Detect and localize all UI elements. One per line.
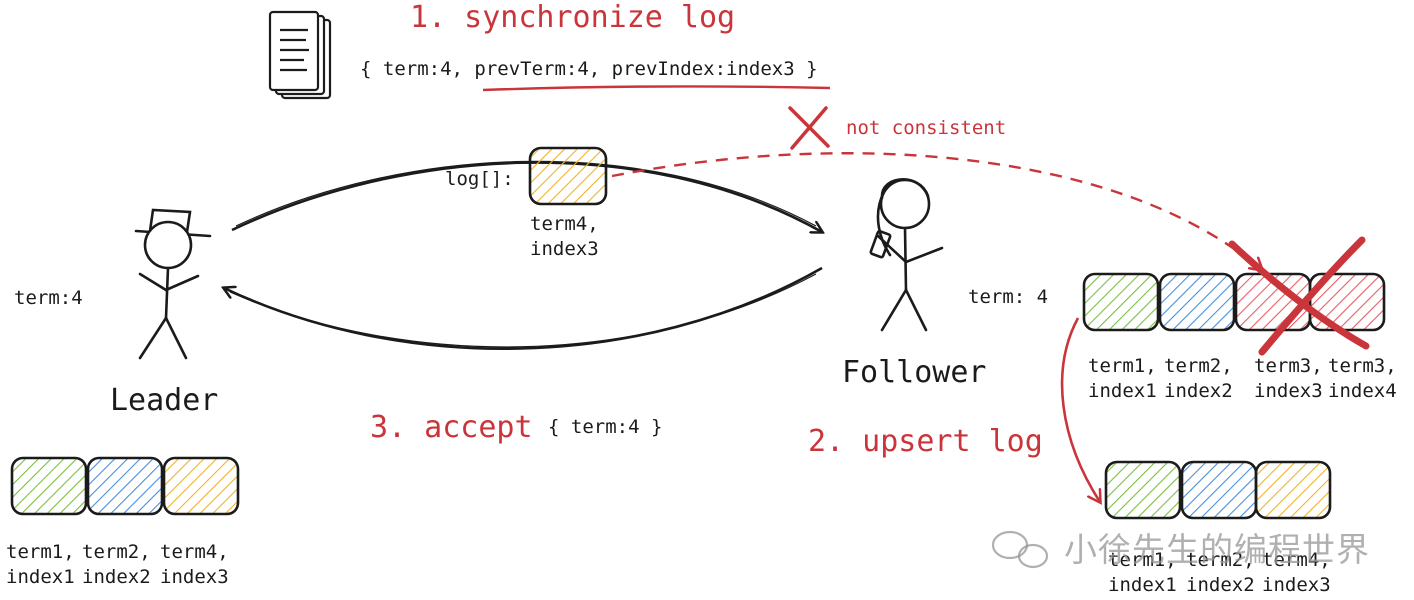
watermark-chat-icon	[991, 530, 1049, 569]
leader-log-term-3: term4,	[160, 541, 229, 563]
document-stack-icon	[268, 10, 332, 100]
follower-term: term: 4	[968, 286, 1049, 308]
follower-log-after	[1104, 460, 1332, 520]
delete-cross-icon	[1228, 236, 1370, 356]
follower-before-index-4: index4	[1328, 380, 1397, 402]
sync-payload: { term:4, prevTerm:4, prevIndex:index3 }	[360, 58, 818, 80]
log-entry-term: term4,	[530, 213, 599, 235]
leader-log-index-2: index2	[82, 566, 151, 588]
follower-after-index-2: index2	[1186, 574, 1255, 596]
leader-log-index-1: index1	[6, 566, 75, 588]
follower-before-index-3: index3	[1254, 380, 1323, 402]
follower-after-index-3: index3	[1262, 574, 1331, 596]
follower-before-term-1: term1,	[1088, 355, 1157, 377]
follower-after-caption-1: term1, index1	[1108, 548, 1177, 598]
follower-log-before	[1082, 272, 1386, 332]
not-consistent-label: not consistent	[846, 117, 1007, 139]
follower-before-caption-2: term2, index2	[1164, 354, 1233, 404]
step-2-label: 2. upsert log	[808, 424, 1043, 459]
log-entry-box	[528, 146, 608, 206]
payload-underline	[482, 85, 831, 92]
follower-before-index-1: index1	[1088, 380, 1157, 402]
follower-figure	[869, 178, 944, 332]
follower-name: Follower	[842, 355, 987, 390]
accept-arrow	[224, 266, 823, 350]
follower-before-caption-3: term3, index3	[1254, 354, 1323, 404]
leader-log-caption-2: term2, index2	[82, 540, 151, 590]
inconsistency-arrow	[611, 152, 1262, 270]
follower-after-index-1: index1	[1108, 574, 1177, 596]
leader-log-term-2: term2,	[82, 541, 151, 563]
follower-after-caption-3: term4, index3	[1262, 548, 1331, 598]
log-array-label: log[]:	[445, 168, 514, 190]
upsert-arrow	[1060, 317, 1100, 502]
leader-name: Leader	[110, 383, 219, 418]
follower-before-term-2: term2,	[1164, 355, 1233, 377]
leader-log-index-3: index3	[160, 566, 229, 588]
watermark-text: 小徐先生的编程世界	[1064, 530, 1370, 569]
sync-arrow	[231, 161, 822, 232]
leader-log-caption-3: term4, index3	[160, 540, 229, 590]
follower-before-caption-1: term1, index1	[1088, 354, 1157, 404]
follower-after-term-1: term1,	[1108, 549, 1177, 571]
step-1-label: 1. synchronize log	[410, 0, 736, 35]
log-entry-caption: term4, index3	[530, 212, 599, 262]
follower-before-term-3: term3,	[1254, 355, 1323, 377]
leader-log-caption-1: term1, index1	[6, 540, 75, 590]
follower-after-caption-2: term2, index2	[1186, 548, 1255, 598]
log-entry-index: index3	[530, 238, 599, 260]
follower-before-index-2: index2	[1164, 380, 1233, 402]
accept-payload: { term:4 }	[548, 416, 663, 438]
follower-before-caption-4: term3, index4	[1328, 354, 1397, 404]
leader-figure	[134, 208, 212, 360]
leader-log	[10, 456, 240, 516]
follower-after-term-3: term4,	[1262, 549, 1331, 571]
follower-after-term-2: term2,	[1186, 549, 1255, 571]
leader-log-term-1: term1,	[6, 541, 75, 563]
not-consistent-cross-icon	[788, 106, 830, 150]
leader-term: term:4	[14, 287, 83, 309]
step-3-label: 3. accept	[370, 410, 533, 445]
follower-before-term-4: term3,	[1328, 355, 1397, 377]
